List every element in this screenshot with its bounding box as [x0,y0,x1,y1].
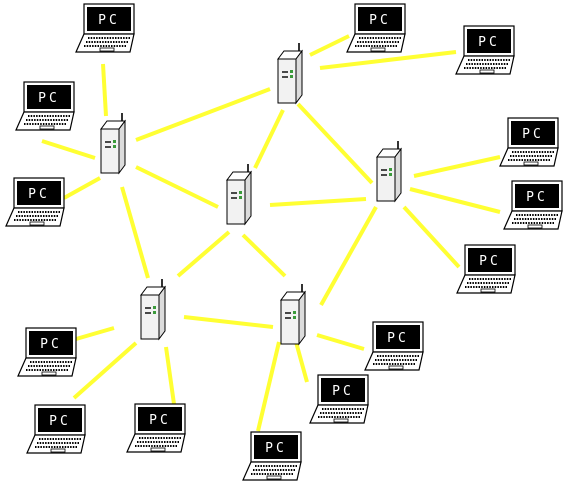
laptop-label: PC [478,35,500,50]
links-layer [41,34,501,432]
laptop-screen [467,29,511,53]
laptop-label: PC [387,331,409,346]
laptop-pc2-icon: PC [15,81,75,131]
laptop-pc3-icon: PC [5,177,65,227]
laptop-screen [515,184,559,208]
laptop-pc8-icon: PC [456,244,516,294]
link-r5-r6 [183,315,274,329]
link-pc5-r2 [319,50,457,70]
laptop-label: PC [40,337,62,352]
laptop-label: PC [332,384,354,399]
laptop-screen [468,248,512,272]
link-r3-r6 [241,233,287,278]
link-pc2-r1 [41,139,96,160]
router-r2-icon [277,43,303,105]
link-r3-r5 [176,230,231,278]
router-r6-icon [280,284,306,346]
laptop-screen [87,7,131,31]
laptop-pc6-icon: PC [499,117,559,167]
link-pc3-r1 [63,176,101,200]
link-r2-r3 [253,109,285,169]
laptop-pc11-icon: PC [126,403,186,453]
laptop-screen [38,408,82,432]
laptop-screen [321,378,365,402]
laptop-label: PC [38,91,60,106]
router-r5-icon [140,279,166,341]
link-r4-r6 [319,206,378,306]
link-pc9-r5 [75,326,115,341]
laptop-screen [29,331,73,355]
link-pc4-r2 [309,34,350,57]
laptop-label: PC [49,414,71,429]
laptop-pc13-icon: PC [309,374,369,424]
laptop-pc12-icon: PC [364,321,424,371]
laptop-label: PC [479,254,501,269]
link-pc10-r5 [72,341,138,400]
link-pc11-r5 [164,346,176,405]
laptop-label: PC [149,413,171,428]
link-pc13-r6 [294,341,309,383]
link-pc7-r4 [409,187,501,214]
laptop-label: PC [526,190,548,205]
laptop-screen [27,85,71,109]
link-pc8-r4 [402,205,461,269]
link-pc12-r6 [316,333,365,351]
link-pc1-r1 [101,63,108,117]
laptop-label: PC [369,13,391,28]
laptop-label: PC [98,13,120,28]
laptop-screen [138,407,182,431]
link-r1-r2 [135,87,271,142]
link-r1-r3 [135,165,219,209]
laptop-pc10-icon: PC [26,404,86,454]
laptop-pc5-icon: PC [455,25,515,75]
link-pc14-r6 [256,341,281,432]
router-r3-icon [226,164,252,226]
link-pc6-r4 [413,155,501,178]
laptop-pc9-icon: PC [17,327,77,377]
laptop-pc14-icon: PC [242,431,302,481]
laptop-label: PC [28,187,50,202]
link-r2-r4 [296,102,374,185]
nodes-layer: PC PC PC PC PC PC PC PC PC PC PC PC PC PC [5,3,563,481]
laptop-pc4-icon: PC [346,3,406,53]
laptop-screen [254,435,298,459]
laptop-screen [17,181,61,205]
laptop-label: PC [265,441,287,456]
laptop-pc1-icon: PC [75,3,135,53]
laptop-screen [358,7,402,31]
laptop-pc7-icon: PC [503,180,563,230]
laptop-label: PC [522,127,544,142]
router-r4-icon [376,141,402,203]
router-r1-icon [100,113,126,175]
laptop-screen [511,121,555,145]
laptop-screen [376,325,420,349]
link-r3-r4 [269,197,367,207]
link-r1-r5 [120,186,150,279]
